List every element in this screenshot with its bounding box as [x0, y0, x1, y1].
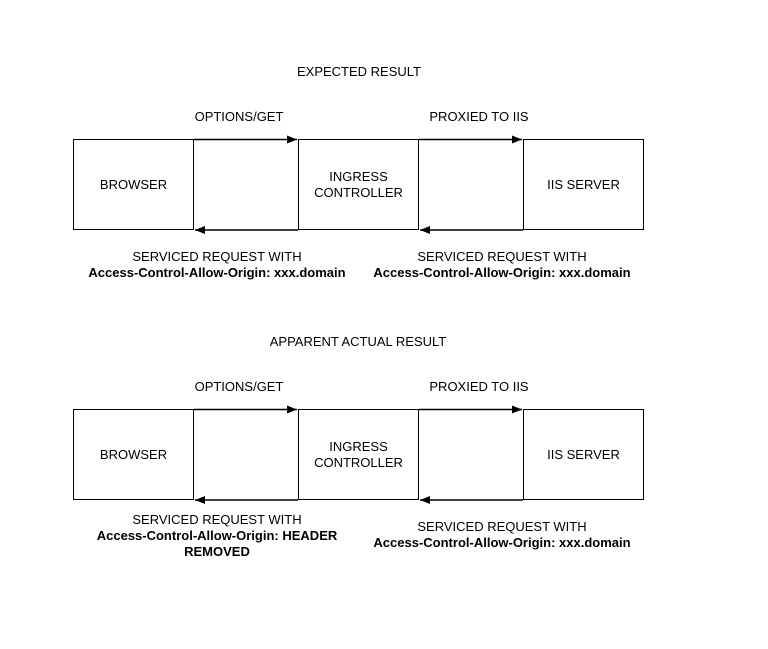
- section-title-actual: APPARENT ACTUAL RESULT: [269, 334, 447, 349]
- ingress-label-line2: CONTROLLER: [314, 454, 403, 470]
- ingress-controller-box: INGRESS CONTROLLER: [298, 139, 419, 230]
- iis-server-label: IIS SERVER: [547, 446, 620, 462]
- browser-box: BROWSER: [73, 139, 194, 230]
- request-label-options-get: OPTIONS/GET: [194, 379, 284, 394]
- iis-server-box: IIS SERVER: [523, 139, 644, 230]
- browser-label: BROWSER: [99, 176, 168, 192]
- response-label-browser: SERVICED REQUEST WITH Access-Control-All…: [62, 249, 372, 281]
- response-line1: SERVICED REQUEST WITH: [417, 519, 587, 534]
- section-title-expected: EXPECTED RESULT: [296, 64, 421, 79]
- ingress-controller-box: INGRESS CONTROLLER: [298, 409, 419, 500]
- iis-server-box: IIS SERVER: [523, 409, 644, 500]
- request-label-proxied-to-iis: PROXIED TO IIS: [429, 109, 529, 124]
- response-line1: SERVICED REQUEST WITH: [132, 512, 302, 527]
- response-line1: SERVICED REQUEST WITH: [132, 249, 302, 264]
- request-label-options-get: OPTIONS/GET: [194, 109, 284, 124]
- ingress-label-line2: CONTROLLER: [314, 184, 403, 200]
- response-line3: REMOVED: [184, 544, 250, 559]
- response-line2: Access-Control-Allow-Origin: xxx.domain: [88, 265, 346, 280]
- ingress-label-line1: INGRESS: [329, 168, 388, 184]
- response-line2: Access-Control-Allow-Origin: HEADER: [96, 528, 338, 543]
- response-label-browser: SERVICED REQUEST WITH Access-Control-All…: [62, 512, 372, 560]
- request-label-proxied-to-iis: PROXIED TO IIS: [429, 379, 529, 394]
- response-label-ingress: SERVICED REQUEST WITH Access-Control-All…: [352, 249, 652, 281]
- response-line2: Access-Control-Allow-Origin: xxx.domain: [373, 265, 631, 280]
- browser-box: BROWSER: [73, 409, 194, 500]
- browser-label: BROWSER: [99, 446, 168, 462]
- response-line1: SERVICED REQUEST WITH: [417, 249, 587, 264]
- response-line2: Access-Control-Allow-Origin: xxx.domain: [373, 535, 631, 550]
- ingress-label-line1: INGRESS: [329, 438, 388, 454]
- response-label-ingress: SERVICED REQUEST WITH Access-Control-All…: [352, 519, 652, 551]
- iis-server-label: IIS SERVER: [547, 176, 620, 192]
